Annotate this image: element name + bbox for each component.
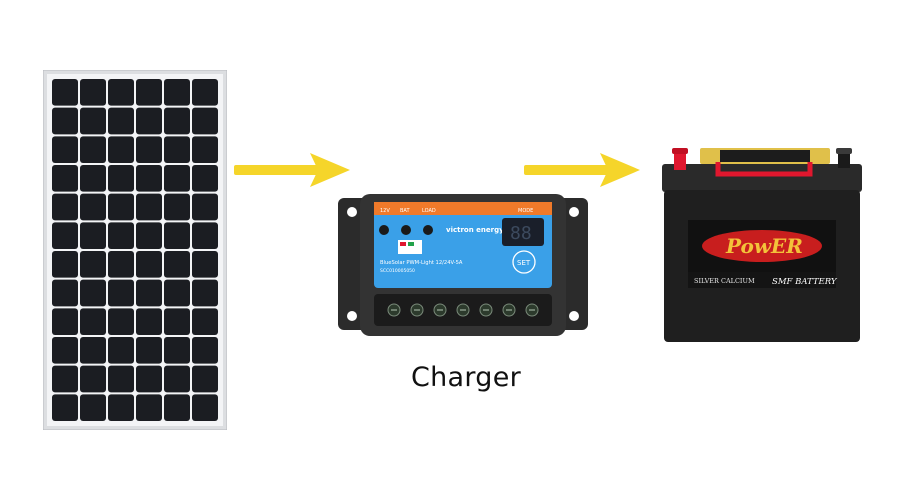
solar-cell	[80, 222, 106, 249]
solar-cell	[136, 107, 162, 135]
solar-cell	[192, 193, 218, 221]
solar-cell	[164, 136, 190, 163]
solar-cell	[164, 79, 190, 106]
solar-cell	[52, 394, 78, 421]
solar-cell	[108, 193, 134, 221]
solar-cell	[192, 365, 218, 393]
charger-brand: victron energy	[446, 226, 504, 234]
solar-cell	[52, 136, 78, 163]
solar-cell	[164, 165, 190, 192]
solar-cell	[136, 251, 162, 278]
terminal-label-1: 12V	[380, 208, 390, 214]
solar-panel-image	[43, 70, 227, 430]
solar-cell	[164, 308, 190, 335]
solar-cell	[80, 251, 106, 278]
solar-cell	[80, 165, 106, 192]
solar-cell	[52, 279, 78, 307]
solar-cell	[80, 279, 106, 307]
charger-caption: Charger	[410, 362, 522, 393]
solar-cell	[80, 337, 106, 364]
solar-cell	[108, 394, 134, 421]
solar-cell	[80, 79, 106, 106]
solar-cell	[136, 79, 162, 106]
solar-cell	[80, 107, 106, 135]
solar-cell	[80, 365, 106, 393]
terminal-label-2: BAT	[400, 208, 410, 214]
solar-cell	[52, 222, 78, 249]
charge-controller-image: 12V BAT LOAD MODE victron energy 88 Blue…	[338, 194, 588, 336]
solar-cell	[52, 251, 78, 278]
solar-cell	[192, 222, 218, 249]
solar-cell	[108, 279, 134, 307]
solar-cell	[52, 79, 78, 106]
solar-cell	[108, 79, 134, 106]
solar-cell	[136, 193, 162, 221]
solar-cell-grid	[52, 79, 218, 421]
solar-cell	[192, 165, 218, 192]
solar-cell	[136, 222, 162, 249]
right-arrow-icon	[524, 153, 640, 187]
solar-cell	[192, 107, 218, 135]
right-arrow-icon	[234, 153, 350, 187]
solar-cell	[52, 165, 78, 192]
battery-line1: SILVER CALCIUM	[694, 277, 755, 285]
solar-cell	[192, 394, 218, 421]
solar-cell	[164, 337, 190, 364]
solar-cell	[108, 222, 134, 249]
solar-cell	[108, 365, 134, 393]
solar-cell	[108, 136, 134, 163]
solar-cell	[192, 279, 218, 307]
solar-cell	[108, 165, 134, 192]
charger-set-label: SET	[517, 259, 531, 267]
solar-cell	[164, 394, 190, 421]
solar-cell	[164, 193, 190, 221]
battery-brand: PowER	[725, 234, 803, 258]
solar-cell	[80, 394, 106, 421]
solar-cell	[136, 337, 162, 364]
solar-cell	[192, 337, 218, 364]
solar-cell	[108, 308, 134, 335]
charger-display: 88	[510, 223, 532, 244]
charger-serial: SCC010005050	[380, 268, 415, 274]
charger-model: BlueSolar PWM-Light 12/24V-5A	[380, 260, 463, 266]
solar-cell	[108, 251, 134, 278]
mode-label: MODE	[518, 208, 533, 214]
solar-cell	[52, 365, 78, 393]
solar-cell	[192, 136, 218, 163]
solar-cell	[136, 308, 162, 335]
solar-cell	[164, 365, 190, 393]
solar-cell	[136, 136, 162, 163]
solar-cell	[80, 308, 106, 335]
solar-cell	[164, 279, 190, 307]
solar-cell	[52, 193, 78, 221]
solar-cell	[108, 337, 134, 364]
solar-cell	[192, 79, 218, 106]
solar-cell	[80, 136, 106, 163]
solar-cell	[136, 165, 162, 192]
terminal-label-3: LOAD	[422, 208, 436, 214]
solar-cell	[136, 279, 162, 307]
solar-cell	[136, 394, 162, 421]
solar-cell	[52, 308, 78, 335]
car-battery-image: PowER SILVER CALCIUM SMF BATTERY	[662, 148, 862, 342]
solar-cell	[52, 337, 78, 364]
solar-cell	[52, 107, 78, 135]
solar-cell	[192, 251, 218, 278]
solar-cell	[164, 251, 190, 278]
battery-line2: SMF BATTERY	[772, 277, 838, 287]
solar-cell	[164, 107, 190, 135]
terminal-strip	[387, 303, 539, 317]
solar-cell	[136, 365, 162, 393]
solar-cell	[80, 193, 106, 221]
solar-cell	[192, 308, 218, 335]
solar-cell	[164, 222, 190, 249]
solar-cell	[108, 107, 134, 135]
